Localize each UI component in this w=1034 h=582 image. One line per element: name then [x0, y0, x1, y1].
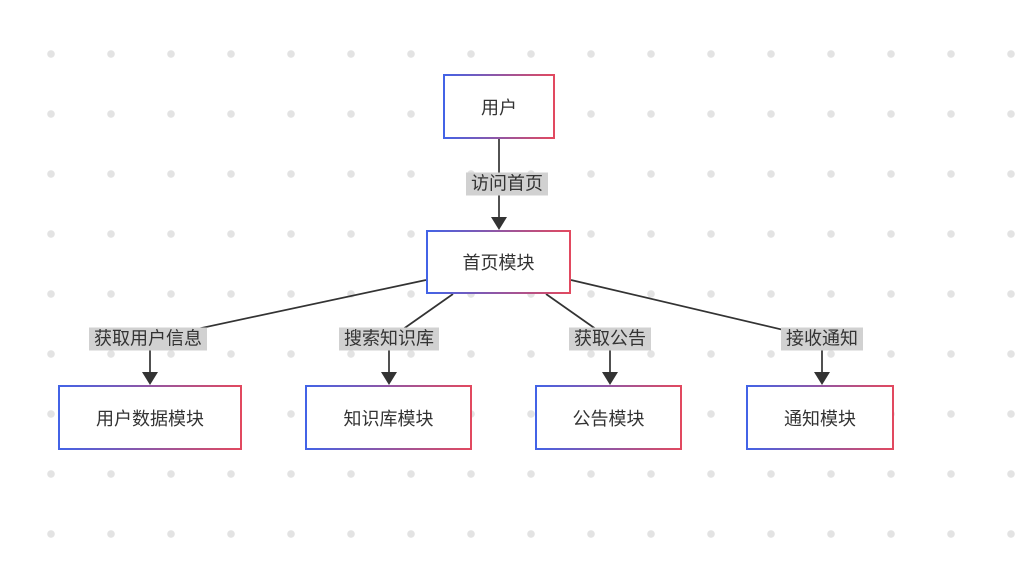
edge-label-visit-home: 访问首页	[466, 172, 548, 196]
edge-home-userdata-line	[149, 279, 427, 372]
edge-label-get-announcements: 获取公告	[569, 327, 651, 351]
node-announce: 公告模块	[535, 385, 682, 450]
node-userdata-label: 用户数据模块	[96, 408, 204, 429]
node-announce-label: 公告模块	[572, 408, 645, 429]
edge-label-get-user-info: 获取用户信息	[89, 327, 207, 351]
edge-home-notify-line	[570, 279, 823, 372]
node-notify-label: 通知模块	[784, 408, 856, 429]
arrowhead-userdata-icon	[142, 372, 158, 385]
node-user-label: 用户	[481, 97, 517, 118]
edge-label-receive-notifications: 接收通知	[781, 327, 863, 351]
node-home-label: 首页模块	[462, 253, 535, 273]
node-userdata: 用户数据模块	[58, 385, 242, 450]
node-knowledge-label: 知识库模块	[343, 408, 434, 429]
arrowhead-knowledge-icon	[381, 372, 397, 385]
arrowhead-announce-icon	[602, 372, 618, 385]
node-knowledge: 知识库模块	[305, 385, 472, 450]
edge-label-search-knowledge: 搜索知识库	[339, 327, 439, 351]
node-notify: 通知模块	[746, 385, 894, 450]
arrowhead-home-icon	[491, 217, 507, 230]
arrowhead-notify-icon	[814, 372, 830, 385]
node-user: 用户	[443, 74, 555, 139]
node-home: 首页模块	[426, 230, 571, 294]
